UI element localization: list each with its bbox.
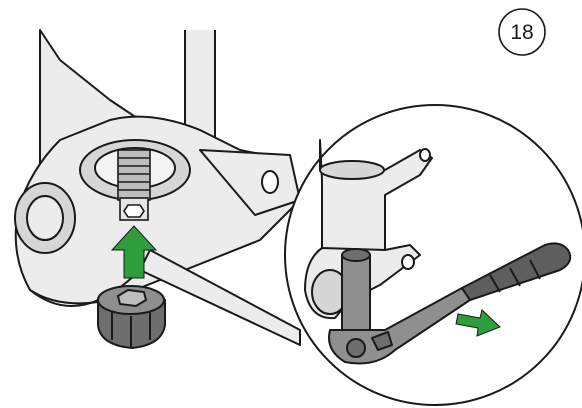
step-badge: 18	[498, 8, 546, 56]
arrow-up-icon	[110, 225, 158, 279]
ratchet-wrench	[328, 242, 572, 365]
step-number: 18	[510, 21, 533, 44]
threaded-axle	[117, 149, 151, 221]
frame-dropout	[14, 115, 301, 305]
axle-nut	[97, 285, 166, 350]
arrow-right-icon	[455, 309, 501, 337]
detail-frame-part	[304, 139, 433, 331]
